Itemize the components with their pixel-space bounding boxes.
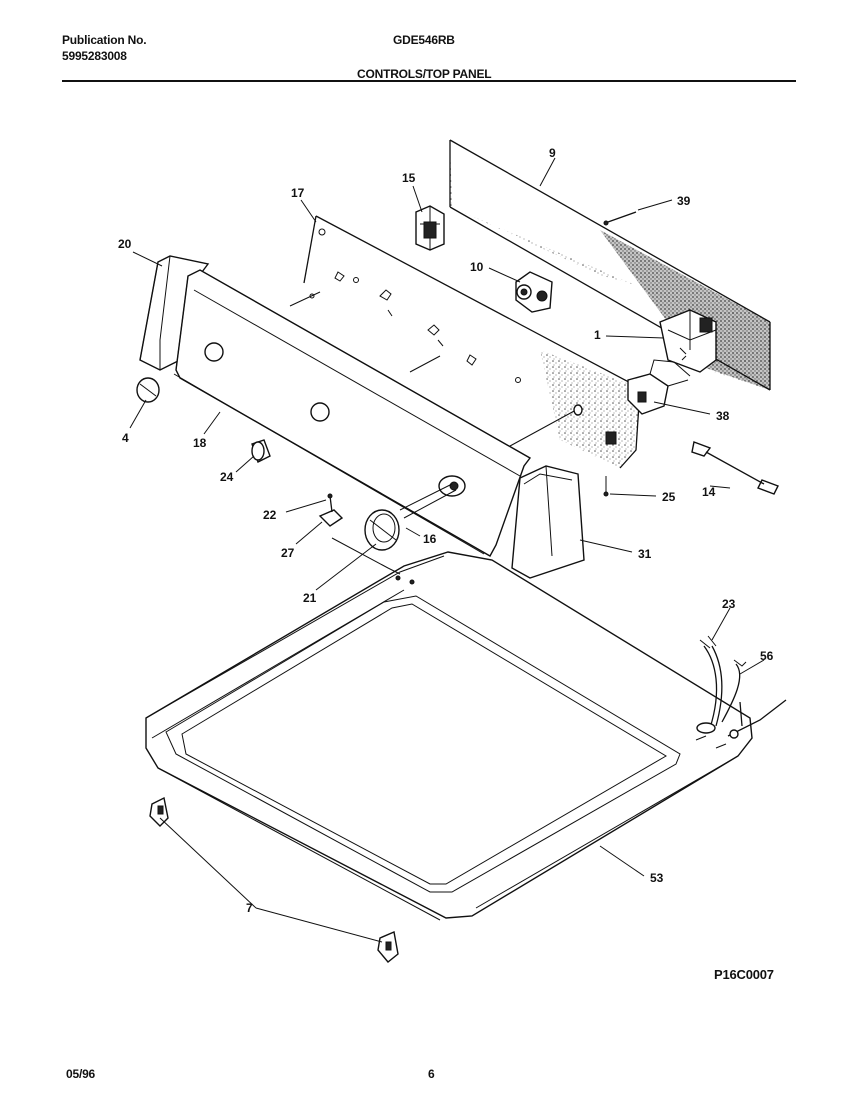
callout-24: 24	[220, 470, 234, 484]
callout-7: 7	[246, 901, 253, 915]
callout-20: 20	[118, 237, 132, 251]
bracket-part-38	[627, 359, 691, 415]
callout-53: 53	[650, 871, 664, 885]
console-panel-part-18	[173, 269, 532, 557]
callout-4: 4	[122, 431, 129, 445]
publication-label: Publication No.	[62, 33, 147, 47]
callout-1: 1	[594, 328, 601, 342]
shaft-lines	[289, 291, 583, 447]
top-panel-part-53	[145, 551, 753, 921]
publication-number: 5995283008	[62, 49, 127, 63]
callout-25: 25	[662, 490, 676, 504]
screw-part-39	[603, 211, 637, 226]
callout-27: 27	[281, 546, 295, 560]
callout-9: 9	[549, 146, 556, 160]
control-back-plate-part-17	[303, 215, 641, 469]
callout-14: 14	[702, 485, 716, 499]
callout-56: 56	[760, 649, 774, 663]
callout-15: 15	[402, 171, 416, 185]
page-number: 6	[428, 1067, 435, 1081]
callout-31: 31	[638, 547, 652, 561]
bushing-part-24	[251, 439, 271, 463]
component-part-15	[415, 205, 445, 251]
section-title: CONTROLS/TOP PANEL	[357, 67, 492, 81]
callout-16: 16	[423, 532, 437, 546]
callout-18: 18	[193, 436, 207, 450]
model-number: GDE546RB	[393, 33, 455, 47]
callout-21: 21	[303, 591, 317, 605]
screw-part-22	[327, 493, 333, 513]
shaft-part-16	[399, 483, 457, 519]
knob-part-4	[136, 377, 160, 403]
callout-38: 38	[716, 409, 730, 423]
timer-knob-part-21	[364, 509, 400, 551]
callout-23: 23	[722, 597, 736, 611]
callout-17: 17	[291, 186, 305, 200]
leader-lines	[129, 157, 765, 943]
screw-part-25	[603, 476, 609, 497]
footer-date: 05/96	[66, 1067, 96, 1081]
callout-39: 39	[677, 194, 691, 208]
timer-part-10	[515, 271, 553, 313]
power-cord-part-23	[696, 635, 723, 734]
switch-part-1	[659, 309, 717, 373]
right-end-cap-part-31	[511, 465, 585, 579]
strap-part-14	[691, 441, 779, 495]
callout-labels: 9 39 15 17 20 10 1 38 4 18 24 14 25 22 2…	[118, 146, 774, 915]
figure-code: P16C0007	[714, 967, 774, 982]
callout-22: 22	[263, 508, 277, 522]
clip-part-27	[318, 509, 344, 527]
callout-10: 10	[470, 260, 484, 274]
header-rule	[62, 80, 796, 82]
hinge-part-7	[149, 796, 399, 963]
strain-relief-part-56	[721, 659, 787, 739]
